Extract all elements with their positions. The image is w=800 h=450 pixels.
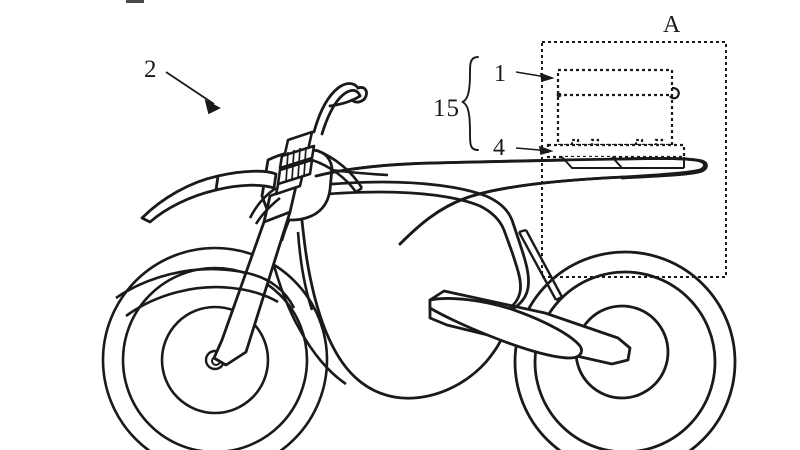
rear-tire-inner-icon (533, 270, 717, 450)
seat-second-contour (300, 190, 522, 317)
frame-down-tube (296, 231, 314, 311)
lower-guard-upper (115, 267, 277, 300)
brace-15-glyph-icon (461, 56, 479, 151)
front-fender (140, 169, 278, 224)
head-brace-top-2 (315, 148, 364, 189)
rear-shock-rod (517, 231, 558, 301)
tail-upper-line (314, 157, 706, 246)
battery-unit-body (556, 68, 674, 147)
leader-4 (515, 145, 554, 156)
head-brace-front-2 (254, 196, 281, 225)
seat-outer-top (314, 157, 708, 180)
front-wheel (101, 246, 329, 450)
rear-shock-rod-2 (524, 229, 564, 298)
leader-4-arrowhead-icon (539, 145, 554, 156)
front-rim-icon (160, 305, 270, 415)
lower-guard-lower (125, 285, 279, 318)
frame-lower-loop (266, 242, 347, 386)
rear-tire-outer-icon (513, 250, 737, 450)
lower-guard-link (275, 284, 296, 309)
battery-unit-group (556, 68, 680, 147)
carrier-bracket-left (570, 138, 600, 148)
leader-1 (515, 71, 555, 83)
front-tire-outer-icon (101, 246, 329, 450)
battery-unit-left-node (556, 92, 562, 98)
head-brace-front (248, 186, 277, 219)
clamp-hatch-3 (297, 147, 301, 179)
carrier-group (546, 138, 686, 169)
front-fender-seam (214, 174, 220, 192)
label-15: 15 (433, 95, 460, 122)
seat-top-contour (306, 180, 530, 316)
handlebar-stem-2 (320, 89, 362, 136)
handlebar-stem (312, 82, 360, 134)
rear-shock-top-cap (518, 228, 527, 234)
battery-unit-latch-icon (669, 86, 680, 100)
handlebar-grip (350, 86, 368, 104)
carrier-plate-body (546, 143, 686, 159)
label-1: 1 (494, 61, 506, 87)
handlebar-lever (328, 94, 362, 108)
brace-15 (461, 56, 479, 151)
clamp-hatch-4 (303, 146, 307, 177)
label-a: A (663, 12, 681, 38)
label-4: 4 (493, 135, 505, 161)
cropped-top-mark (126, 0, 144, 3)
leader-2 (165, 71, 221, 115)
rear-shock-bottom-cap (555, 295, 563, 302)
side-cover-outline (298, 198, 506, 400)
tail-lower-line (398, 175, 626, 246)
leader-2-arrowhead-icon (204, 99, 221, 115)
leader-2-line (165, 71, 215, 105)
head-brace-top (311, 158, 358, 193)
leader-1-arrowhead-icon (540, 72, 555, 83)
label-2: 2 (144, 56, 157, 83)
clamp-hatch-2 (291, 149, 295, 181)
head-brace-cap (355, 186, 363, 194)
carrier-bracket-right (634, 138, 664, 148)
footpeg-arm (428, 297, 583, 360)
clamp-hatch-1 (285, 151, 289, 183)
frame-rail (329, 168, 389, 177)
